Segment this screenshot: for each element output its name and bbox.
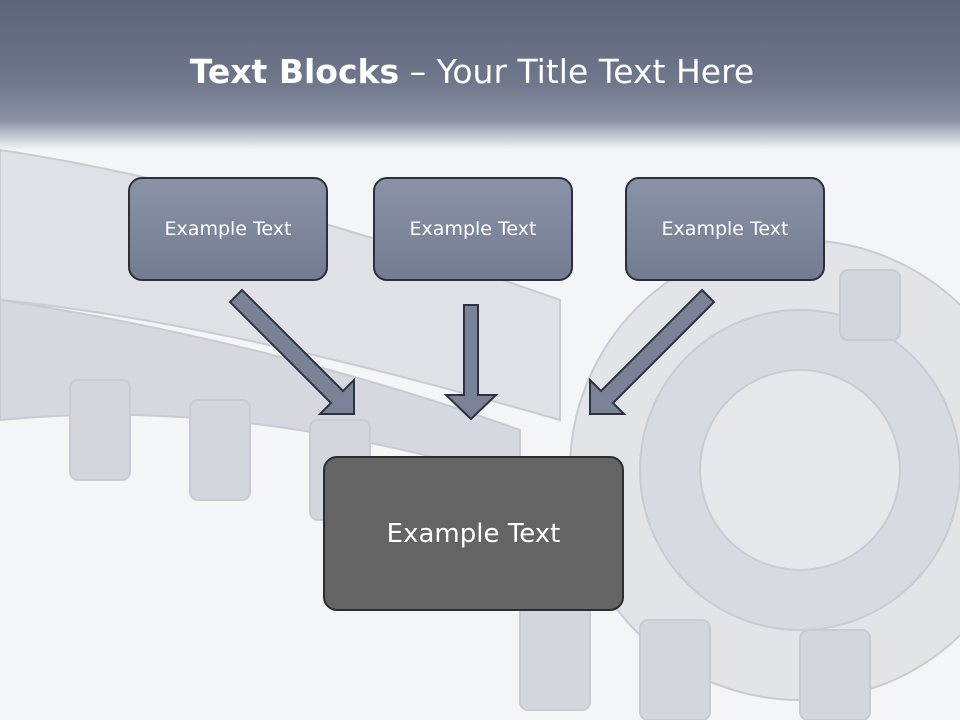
title-banner [0, 0, 960, 150]
text-block-1: Example Text [128, 177, 328, 281]
title-rest: – Your Title Text Here [399, 52, 755, 91]
arrow-right-icon [589, 288, 716, 415]
title-bold: Text Blocks [189, 52, 400, 91]
text-block-2: Example Text [373, 177, 573, 281]
arrow-down-icon [443, 304, 499, 421]
target-text-block: Example Text [323, 456, 624, 611]
slide-title: Text Blocks – Your Title Text Here [0, 52, 944, 91]
arrow-left-icon [228, 288, 355, 415]
text-block-3: Example Text [625, 177, 825, 281]
